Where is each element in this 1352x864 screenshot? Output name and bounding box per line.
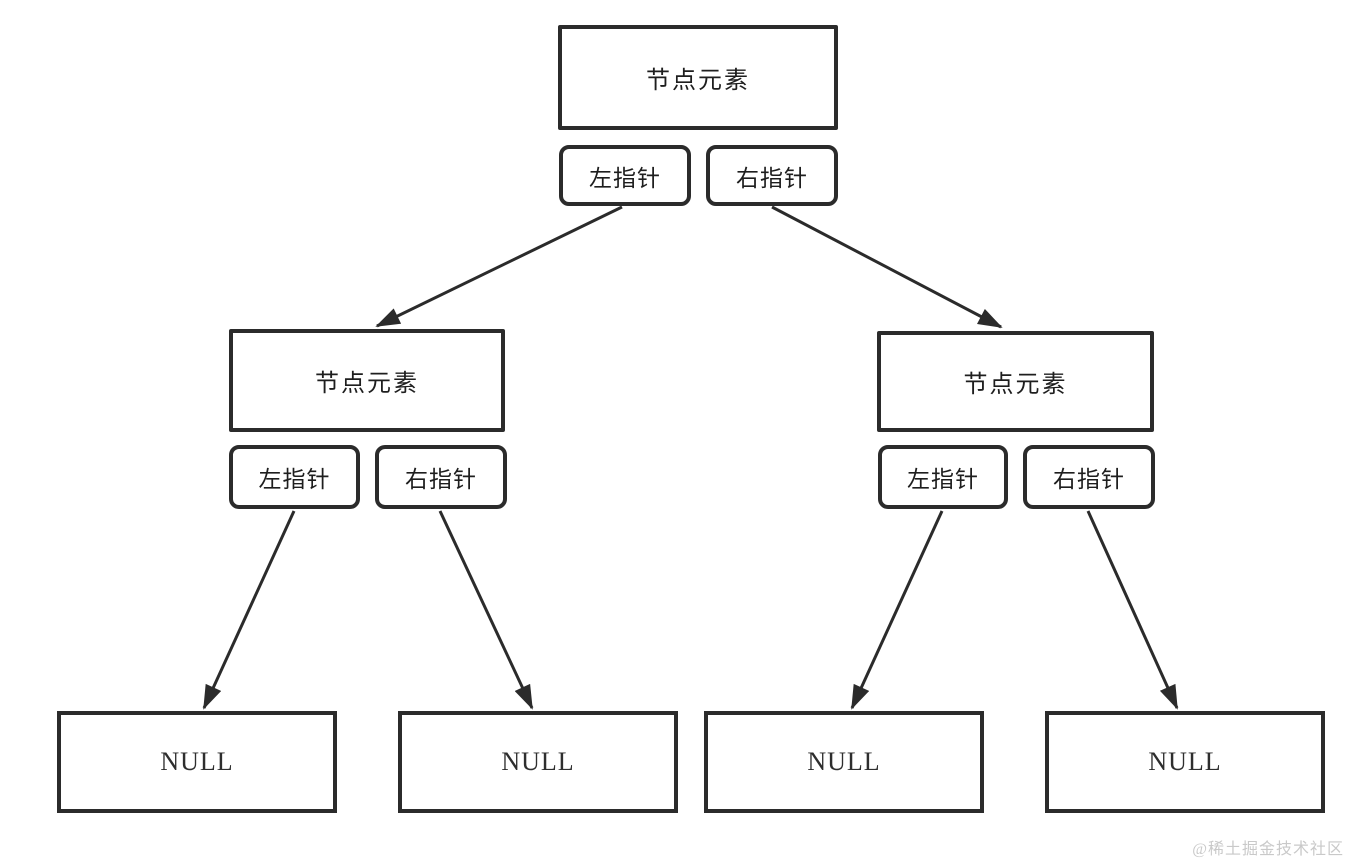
root-node-element-box: 节点元素 xyxy=(558,25,838,130)
root-right-pointer-label: 右指针 xyxy=(736,165,808,191)
arrow-root-right-to-right-child xyxy=(771,205,1003,329)
root-left-pointer-box: 左指针 xyxy=(559,145,691,206)
null-leaf-label-2: NULL xyxy=(501,747,575,776)
juejin-watermark: @稀土掘金技术社区 xyxy=(1192,841,1344,858)
right-child-left-pointer-box: 左指针 xyxy=(878,445,1008,509)
left-child-left-pointer-box: 左指针 xyxy=(229,445,360,509)
left-child-left-pointer-label: 左指针 xyxy=(258,467,331,492)
null-leaf-label-1: NULL xyxy=(160,747,234,776)
left-child-node-element-box: 节点元素 xyxy=(229,329,505,432)
right-child-node-element-box: 节点元素 xyxy=(877,331,1154,432)
right-child-right-pointer-box: 右指针 xyxy=(1023,445,1155,509)
arrow-right-child-right-to-null-4 xyxy=(1086,510,1179,710)
root-right-pointer-box: 右指针 xyxy=(706,145,838,206)
null-leaf-label-4: NULL xyxy=(1148,747,1222,776)
left-child-right-pointer-label: 右指针 xyxy=(405,467,477,492)
left-child-node-label: 节点元素 xyxy=(315,371,419,397)
root-node-label: 节点元素 xyxy=(646,68,750,94)
right-child-node-label: 节点元素 xyxy=(963,372,1068,398)
right-child-left-pointer-label: 左指针 xyxy=(907,467,979,492)
root-left-pointer-label: 左指针 xyxy=(589,165,661,191)
arrow-left-child-left-to-null-1 xyxy=(202,510,296,710)
right-child-right-pointer-label: 右指针 xyxy=(1053,467,1125,492)
arrow-root-left-to-left-child xyxy=(375,205,623,328)
null-leaf-box-3: NULL xyxy=(704,711,984,813)
null-leaf-label-3: NULL xyxy=(807,747,881,776)
arrow-right-child-left-to-null-3 xyxy=(850,510,944,710)
null-leaf-box-2: NULL xyxy=(398,711,678,813)
arrow-left-child-right-to-null-2 xyxy=(438,510,534,710)
null-leaf-box-1: NULL xyxy=(57,711,337,813)
null-leaf-box-4: NULL xyxy=(1045,711,1325,813)
left-child-right-pointer-box: 右指针 xyxy=(375,445,507,509)
